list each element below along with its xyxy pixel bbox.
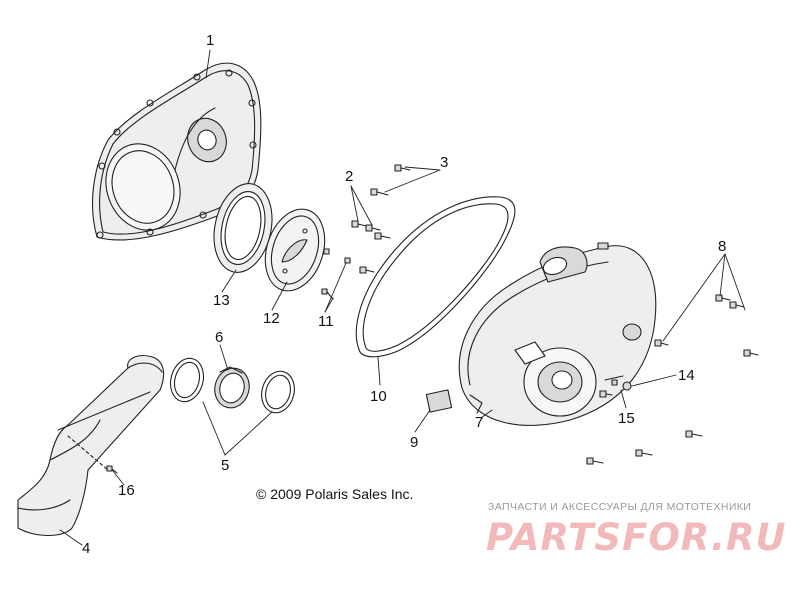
callout-1: 1	[206, 32, 215, 49]
watermark-tagline: ЗАПЧАСТИ И АКСЕССУАРЫ ДЛЯ МОТОТЕХНИКИ	[488, 501, 752, 513]
inner-cover-part	[91, 62, 262, 241]
callout-15: 15	[618, 410, 635, 427]
callout-10: 10	[370, 388, 387, 405]
copyright-notice: © 2009 Polaris Sales Inc.	[256, 486, 414, 502]
bolts-2-3	[351, 164, 411, 274]
callout-9: 9	[410, 434, 419, 451]
callout-3: 3	[440, 154, 449, 171]
cover-plate-part	[264, 208, 326, 292]
callout-7: 7	[475, 414, 484, 431]
watermark-logo: PARTSFOR.RU	[486, 516, 787, 559]
callout-2: 2	[345, 168, 354, 185]
callout-12: 12	[263, 310, 280, 327]
screws-11	[321, 248, 351, 300]
coupler-and-clamps	[169, 357, 295, 414]
leader-lines	[59, 49, 746, 546]
screw-16	[106, 465, 118, 474]
callout-14: 14	[678, 367, 695, 384]
callout-11: 11	[318, 313, 334, 330]
outer-cover-part	[458, 242, 657, 426]
callout-4: 4	[82, 540, 91, 557]
callout-16: 16	[118, 482, 135, 499]
seal-ring-part	[213, 183, 273, 273]
callout-6: 6	[215, 329, 224, 346]
callout-8: 8	[718, 238, 727, 255]
callout-13: 13	[213, 292, 230, 309]
drive-belt-part	[355, 196, 516, 358]
decal-part	[425, 389, 453, 413]
outer-cover-bolts	[586, 294, 759, 465]
intake-duct-part	[17, 355, 165, 537]
callout-5: 5	[221, 457, 230, 474]
